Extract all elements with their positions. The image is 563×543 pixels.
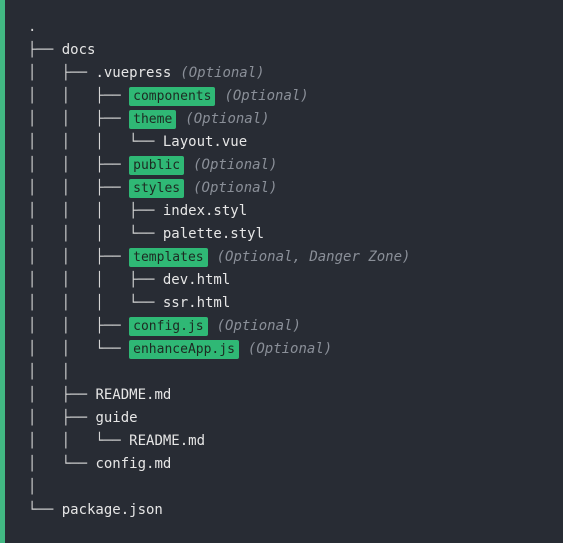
optional-note: (Optional) bbox=[185, 111, 270, 127]
tree-line: │ ├── .vuepress (Optional) bbox=[28, 62, 410, 85]
tree-branch-prefix: . bbox=[28, 19, 37, 35]
tree-branch-prefix: │ │ └── bbox=[28, 433, 130, 449]
file-name: guide bbox=[95, 410, 138, 426]
tree-branch-prefix: │ bbox=[28, 479, 37, 495]
tree-branch-prefix: │ └── bbox=[28, 456, 96, 472]
file-name: .vuepress bbox=[95, 65, 172, 81]
optional-note: (Optional) bbox=[216, 318, 301, 334]
tree-line: │ │ ├── public (Optional) bbox=[28, 154, 410, 177]
optional-note: (Optional, Danger Zone) bbox=[216, 249, 411, 265]
tree-branch-prefix: │ │ │ └── bbox=[28, 295, 163, 311]
optional-note: (Optional) bbox=[193, 180, 278, 196]
tree-line: │ bbox=[28, 476, 410, 499]
tree-branch-prefix: │ ├── bbox=[28, 410, 96, 426]
tree-line: │ │ │ └── palette.styl bbox=[28, 223, 410, 246]
tree-line: │ │ bbox=[28, 361, 410, 384]
tree-line: │ ├── guide bbox=[28, 407, 410, 430]
file-name: ssr.html bbox=[162, 295, 231, 311]
highlighted-file-tag: config.js bbox=[129, 317, 208, 336]
tree-branch-prefix: │ │ │ ├── bbox=[28, 203, 163, 219]
tree-branch-prefix: │ ├── bbox=[28, 65, 96, 81]
highlighted-file-tag: enhanceApp.js bbox=[129, 340, 239, 359]
tree-branch-prefix: ├── bbox=[28, 42, 62, 58]
tree-branch-prefix: │ │ └── bbox=[28, 341, 130, 357]
tree-line: └── package.json bbox=[28, 499, 410, 522]
file-name: index.styl bbox=[162, 203, 248, 219]
tree-branch-prefix: │ ├── bbox=[28, 387, 96, 403]
optional-note: (Optional) bbox=[193, 157, 278, 173]
file-name: palette.styl bbox=[162, 226, 265, 242]
tree-branch-prefix: │ │ bbox=[28, 364, 71, 380]
tree-line: │ │ │ └── Layout.vue bbox=[28, 131, 410, 154]
highlighted-file-tag: styles bbox=[129, 179, 185, 198]
file-name: README.md bbox=[95, 387, 172, 403]
tree-line: │ │ │ └── ssr.html bbox=[28, 292, 410, 315]
highlighted-file-tag: components bbox=[129, 87, 216, 106]
file-name: README.md bbox=[129, 433, 206, 449]
tree-line: │ │ ├── templates (Optional, Danger Zone) bbox=[28, 246, 410, 269]
tree-branch-prefix: │ │ ├── bbox=[28, 249, 130, 265]
tree-branch-prefix: │ │ ├── bbox=[28, 88, 130, 104]
tree-line: . bbox=[28, 16, 410, 39]
tree-line: │ │ │ ├── dev.html bbox=[28, 269, 410, 292]
tree-line: │ │ ├── styles (Optional) bbox=[28, 177, 410, 200]
optional-note: (Optional) bbox=[247, 341, 333, 357]
tree-branch-prefix: │ │ │ └── bbox=[28, 226, 163, 242]
tree-line: ├── docs bbox=[28, 39, 410, 62]
tree-line: │ │ └── README.md bbox=[28, 430, 410, 453]
file-name: Layout.vue bbox=[162, 134, 248, 150]
directory-tree: .├── docs│ ├── .vuepress(Optional)│ │ ├─… bbox=[28, 16, 410, 522]
file-name: package.json bbox=[61, 502, 163, 518]
tree-line: │ └── config.md bbox=[28, 453, 410, 476]
tree-line: │ ├── README.md bbox=[28, 384, 410, 407]
highlighted-file-tag: theme bbox=[129, 110, 177, 129]
tree-line: │ │ │ ├── index.styl bbox=[28, 200, 410, 223]
tree-branch-prefix: │ │ ├── bbox=[28, 318, 130, 334]
tree-branch-prefix: │ │ ├── bbox=[28, 157, 130, 173]
tree-branch-prefix: │ │ │ ├── bbox=[28, 272, 163, 288]
tree-line: │ │ ├── theme (Optional) bbox=[28, 108, 410, 131]
file-name: dev.html bbox=[162, 272, 231, 288]
highlighted-file-tag: public bbox=[129, 156, 185, 175]
optional-note: (Optional) bbox=[180, 65, 265, 81]
file-name: config.md bbox=[95, 456, 172, 472]
optional-note: (Optional) bbox=[224, 88, 309, 104]
tree-branch-prefix: │ │ ├── bbox=[28, 180, 130, 196]
tree-branch-prefix: │ │ ├── bbox=[28, 111, 130, 127]
tree-line: │ │ ├── config.js (Optional) bbox=[28, 315, 410, 338]
file-name: docs bbox=[61, 42, 96, 58]
tree-branch-prefix: │ │ │ └── bbox=[28, 134, 163, 150]
tree-line: │ │ └── enhanceApp.js (Optional) bbox=[28, 338, 410, 361]
tree-line: │ │ ├── components (Optional) bbox=[28, 85, 410, 108]
tree-branch-prefix: └── bbox=[28, 502, 62, 518]
highlighted-file-tag: templates bbox=[129, 248, 208, 267]
